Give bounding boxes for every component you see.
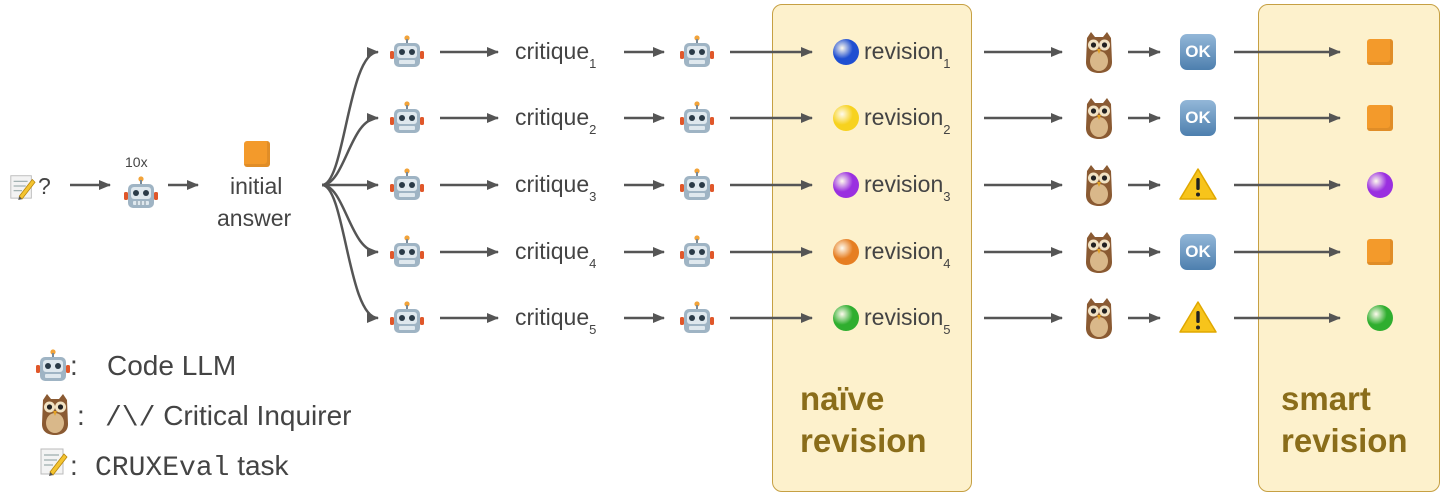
robot-icon <box>124 176 158 208</box>
critique-text: critique <box>515 304 590 330</box>
critique-text: critique <box>515 38 590 64</box>
initial-answer-square <box>244 141 270 167</box>
critique-subscript: 4 <box>589 256 597 271</box>
fan-arrow-4 <box>321 183 379 257</box>
owl-label-text: Critical Inquirer <box>155 400 352 431</box>
revision-subscript: 1 <box>943 56 951 71</box>
revision-dot-5 <box>833 305 859 331</box>
critique-text: critique <box>515 171 590 197</box>
final-answer-square <box>1367 105 1393 131</box>
fan-arrow-1 <box>321 47 379 187</box>
owl-prefix: /\/ <box>105 403 156 434</box>
legend-owl-label: /\/ Critical Inquirer <box>105 400 351 434</box>
ok-badge-icon: OK <box>1180 100 1216 136</box>
fan-arrow-2 <box>321 113 379 187</box>
revision-label-3: revision3 <box>864 171 951 210</box>
robot-icon <box>390 101 424 133</box>
critique-subscript: 1 <box>589 56 597 71</box>
legend-owl-sep: : <box>77 400 85 431</box>
revision-subscript: 5 <box>943 322 951 337</box>
owl-icon <box>1086 232 1112 273</box>
critique-label-2: critique2 <box>515 104 596 143</box>
repeat-count: 10x <box>125 154 148 170</box>
critique-label-4: critique4 <box>515 238 596 277</box>
revision-text: revision <box>864 171 944 197</box>
warning-icon <box>1179 301 1217 333</box>
robot-icon <box>390 168 424 200</box>
memo-code: CRUXEval <box>95 453 230 484</box>
critique-subscript: 3 <box>589 189 597 204</box>
critique-label-5: critique5 <box>515 304 596 343</box>
final-answer-circle <box>1367 172 1393 198</box>
critique-subscript: 5 <box>589 322 597 337</box>
owl-icon <box>1086 98 1112 139</box>
robot-icon <box>390 35 424 67</box>
ok-badge-icon: OK <box>1180 34 1216 70</box>
revision-text: revision <box>864 104 944 130</box>
smart-revision-box <box>1258 4 1440 492</box>
smart-label-line1: smart <box>1281 380 1371 417</box>
initial-answer-line1: initial <box>230 173 283 199</box>
revision-subscript: 4 <box>943 256 951 271</box>
legend-owl-icon <box>42 394 68 435</box>
legend-memo-label: CRUXEval task <box>95 450 289 484</box>
revision-text: revision <box>864 304 944 330</box>
revision-dot-3 <box>833 172 859 198</box>
legend-robot-icon <box>36 349 70 381</box>
revision-label-1: revision1 <box>864 38 951 77</box>
owl-icon <box>1086 165 1112 206</box>
revision-text: revision <box>864 238 944 264</box>
critique-label-1: critique1 <box>515 38 596 77</box>
revision-subscript: 2 <box>943 122 951 137</box>
revision-label-2: revision2 <box>864 104 951 143</box>
ok-badge-icon: OK <box>1180 234 1216 270</box>
owl-icon <box>1086 32 1112 73</box>
robot-icon <box>680 301 714 333</box>
revision-subscript: 3 <box>943 189 951 204</box>
robot-icon <box>390 235 424 267</box>
critique-subscript: 2 <box>589 122 597 137</box>
smart-label-line2: revision <box>1281 422 1408 459</box>
initial-answer-line2: answer <box>217 205 292 231</box>
row-arrows <box>440 47 1341 323</box>
legend-robot-sep: : <box>70 350 78 381</box>
legend-robot-label: Code LLM <box>107 350 237 381</box>
revision-dot-4 <box>833 239 859 265</box>
robot-icon <box>680 168 714 200</box>
question-mark: ? <box>38 173 51 199</box>
revision-text: revision <box>864 38 944 64</box>
robot-icon <box>680 101 714 133</box>
revision-dot-1 <box>833 39 859 65</box>
revision-dot-2 <box>833 105 859 131</box>
memo-label-text: task <box>229 450 289 481</box>
warning-icon <box>1179 168 1217 200</box>
critique-text: critique <box>515 238 590 264</box>
legend-memo-icon <box>40 448 68 476</box>
owl-icon <box>1086 298 1112 339</box>
naive-label-line1: naïve <box>800 380 885 417</box>
revision-label-5: revision5 <box>864 304 951 343</box>
fan-arrow-5 <box>321 183 379 323</box>
revision-label-4: revision4 <box>864 238 951 277</box>
legend-memo-sep: : <box>70 450 78 481</box>
robot-icon <box>680 235 714 267</box>
naive-label-line2: revision <box>800 422 927 459</box>
final-answer-circle <box>1367 305 1393 331</box>
final-answer-square <box>1367 39 1393 65</box>
final-answer-square <box>1367 239 1393 265</box>
critique-label-3: critique3 <box>515 171 596 210</box>
memo-icon <box>10 175 36 200</box>
robot-icon <box>390 301 424 333</box>
critique-text: critique <box>515 104 590 130</box>
robot-icon <box>680 35 714 67</box>
